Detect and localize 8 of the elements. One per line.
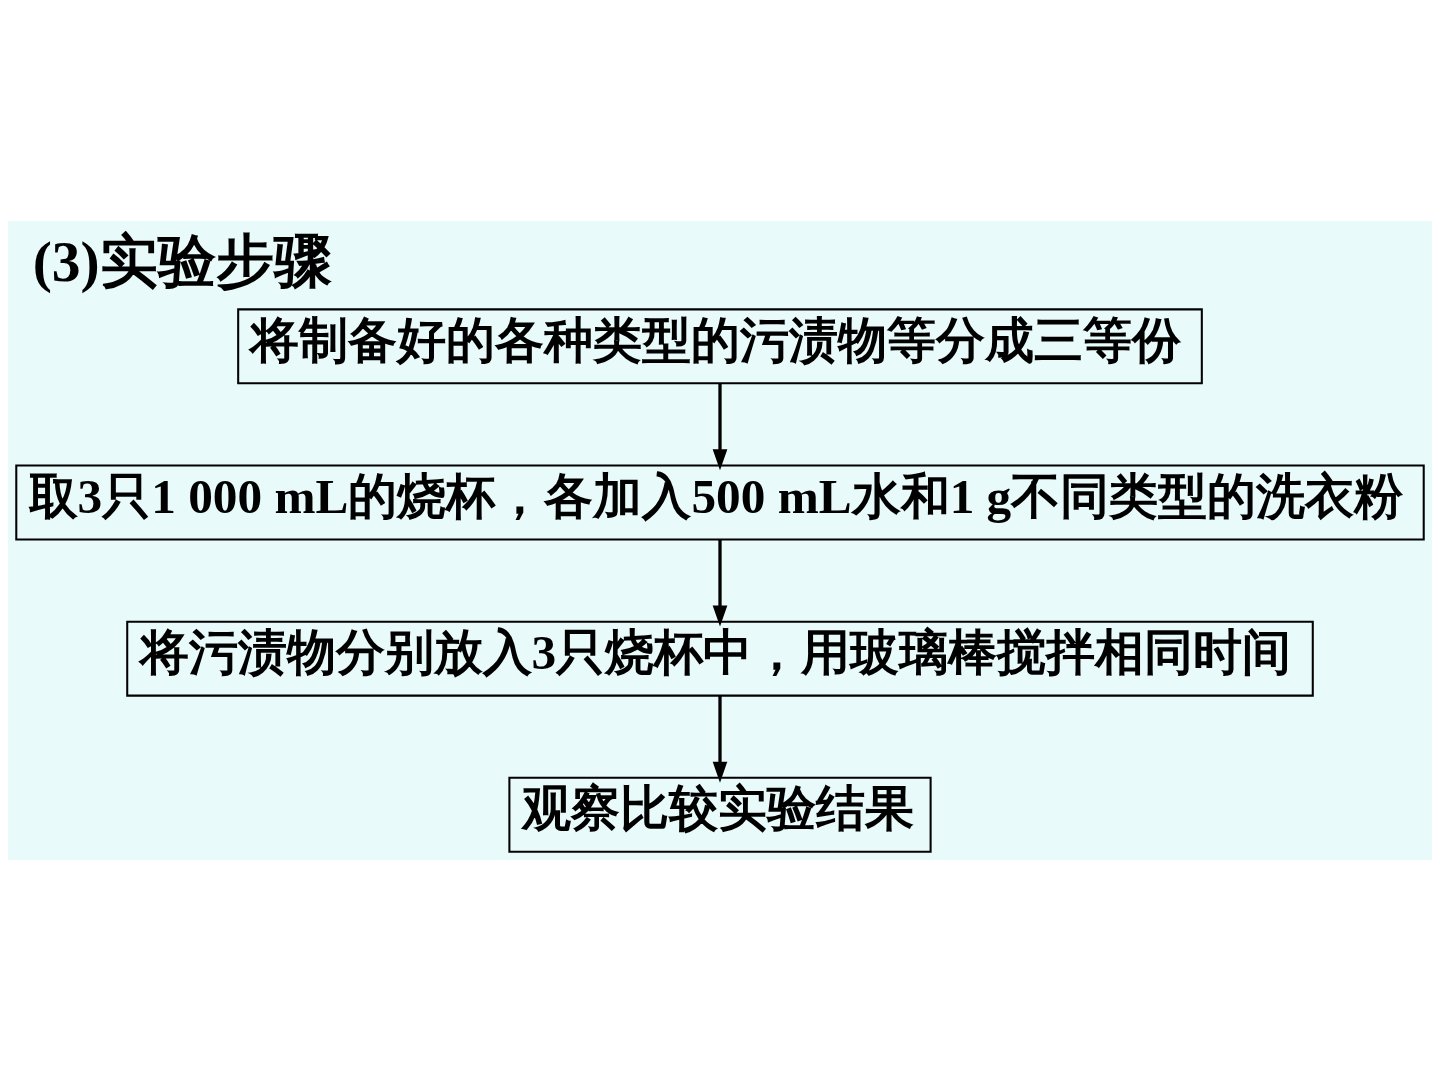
diagram-title: (3)实验步骤 [32, 229, 332, 293]
node-box: 观察比较实验结果 [508, 776, 932, 853]
arrow [712, 695, 728, 783]
arrow [712, 539, 728, 626]
node-box: 将制备好的各种类型的污渍物等分成三等份 [237, 307, 1203, 384]
node-box: 将污渍物分别放入3只烧杯中，用玻璃棒搅拌相同时间 [126, 620, 1314, 697]
node-box: 取3只1 000 mL的烧杯，各加入500 mL水和1 g不同类型的洗衣粉 [15, 463, 1425, 540]
arrow [712, 383, 728, 470]
